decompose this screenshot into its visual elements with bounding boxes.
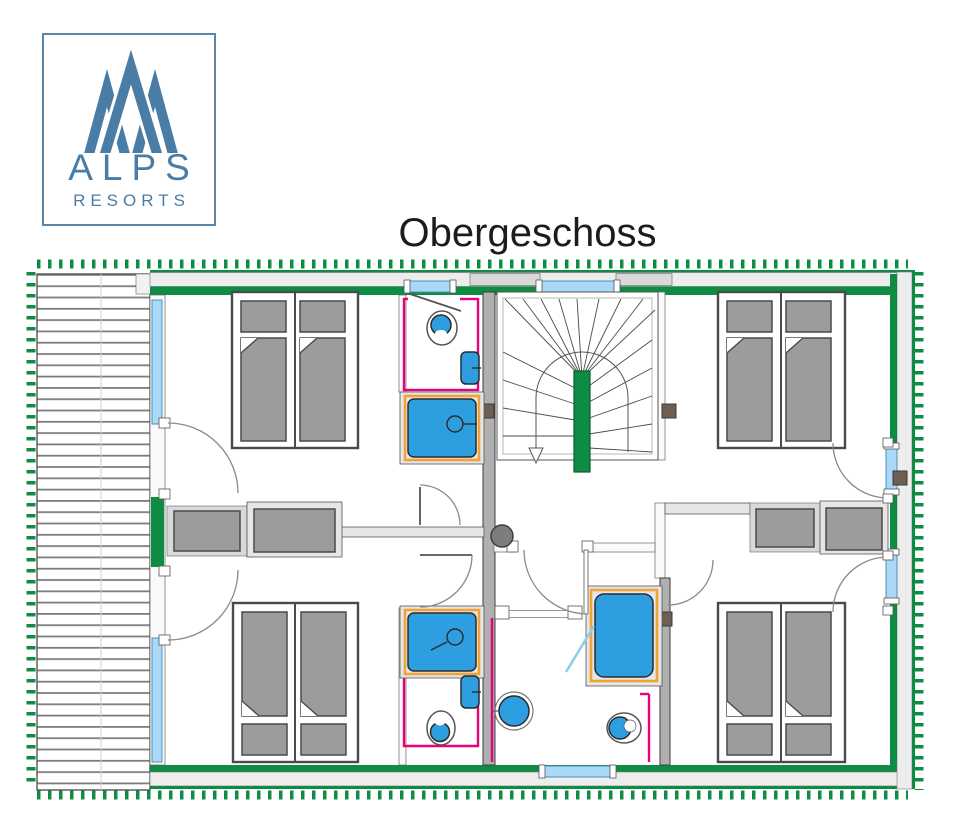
double-bed-top-right bbox=[716, 290, 847, 450]
windows bbox=[151, 279, 900, 779]
balcony-decking bbox=[36, 273, 153, 791]
blanket bbox=[299, 337, 346, 442]
door-swing bbox=[419, 554, 473, 608]
glass-door bbox=[564, 625, 596, 673]
pillow bbox=[726, 300, 773, 333]
shower-tray bbox=[399, 391, 485, 465]
door-leaf bbox=[409, 293, 462, 312]
page-title: Obergeschoss bbox=[398, 211, 657, 255]
pillow bbox=[785, 300, 832, 333]
logo-text-alps: ALPS bbox=[68, 147, 199, 188]
washbasin bbox=[460, 675, 481, 709]
alps-resorts-logo: ALPS RESORTS bbox=[42, 33, 216, 226]
window-right-upper bbox=[883, 442, 900, 496]
chimney bbox=[490, 524, 514, 548]
door-swing bbox=[832, 442, 889, 499]
toilet bbox=[426, 710, 456, 746]
window-left-upper bbox=[151, 299, 163, 425]
door-swing bbox=[419, 484, 461, 526]
shower-tray bbox=[564, 585, 663, 687]
window-bottom bbox=[538, 764, 617, 779]
wardrobe bbox=[825, 507, 883, 551]
washbasin bbox=[460, 351, 481, 385]
pillow bbox=[240, 300, 287, 333]
winder-staircase bbox=[496, 291, 659, 473]
wardrobe bbox=[755, 508, 815, 548]
blanket bbox=[300, 611, 347, 717]
door-swing bbox=[832, 556, 889, 613]
wardrobes bbox=[166, 500, 889, 558]
door-swing bbox=[167, 569, 239, 641]
mountain-peaks-icon bbox=[84, 43, 178, 153]
balcony-door-frame bbox=[158, 488, 171, 500]
window-top-bath bbox=[403, 279, 457, 294]
pillow bbox=[299, 300, 346, 333]
pillow bbox=[785, 723, 832, 756]
pillow bbox=[300, 723, 347, 756]
post bbox=[892, 470, 908, 486]
interior-walls bbox=[398, 291, 908, 766]
blanket bbox=[726, 611, 773, 717]
blanket bbox=[785, 337, 832, 442]
bathroom-bottom-left bbox=[399, 605, 485, 748]
washroom-bottom-center bbox=[490, 585, 663, 762]
wardrobe bbox=[253, 508, 336, 553]
door-swings bbox=[167, 422, 894, 641]
double-bed-bottom-right bbox=[716, 601, 847, 764]
round-washbasin bbox=[493, 691, 534, 731]
stair-newel-wall bbox=[573, 370, 591, 473]
pillow bbox=[241, 723, 288, 756]
logo-text-resorts: RESORTS bbox=[73, 191, 190, 210]
window-top-stairs bbox=[535, 279, 621, 294]
window-left-lower bbox=[151, 637, 163, 763]
stair-walkline bbox=[535, 351, 629, 452]
blanket bbox=[240, 337, 287, 442]
double-bed-bottom-left bbox=[231, 601, 360, 764]
toilet bbox=[606, 712, 642, 744]
door-swing bbox=[523, 549, 589, 615]
shower-tray bbox=[399, 605, 485, 679]
door-swing bbox=[167, 422, 239, 494]
door-swing bbox=[667, 559, 714, 606]
stair-direction-arrow bbox=[528, 447, 544, 465]
blanket bbox=[726, 337, 773, 442]
door-leaf bbox=[583, 549, 589, 615]
blanket bbox=[785, 611, 832, 717]
toilet bbox=[426, 310, 458, 346]
double-bed-top-left bbox=[230, 290, 360, 450]
balcony-door-frame bbox=[158, 565, 171, 577]
pillow bbox=[726, 723, 773, 756]
stair-treads bbox=[502, 298, 656, 453]
post bbox=[661, 403, 677, 419]
bathroom-top bbox=[399, 293, 485, 465]
perimeter-hatching bbox=[26, 259, 924, 800]
blanket bbox=[241, 611, 288, 717]
wardrobe bbox=[173, 510, 241, 552]
